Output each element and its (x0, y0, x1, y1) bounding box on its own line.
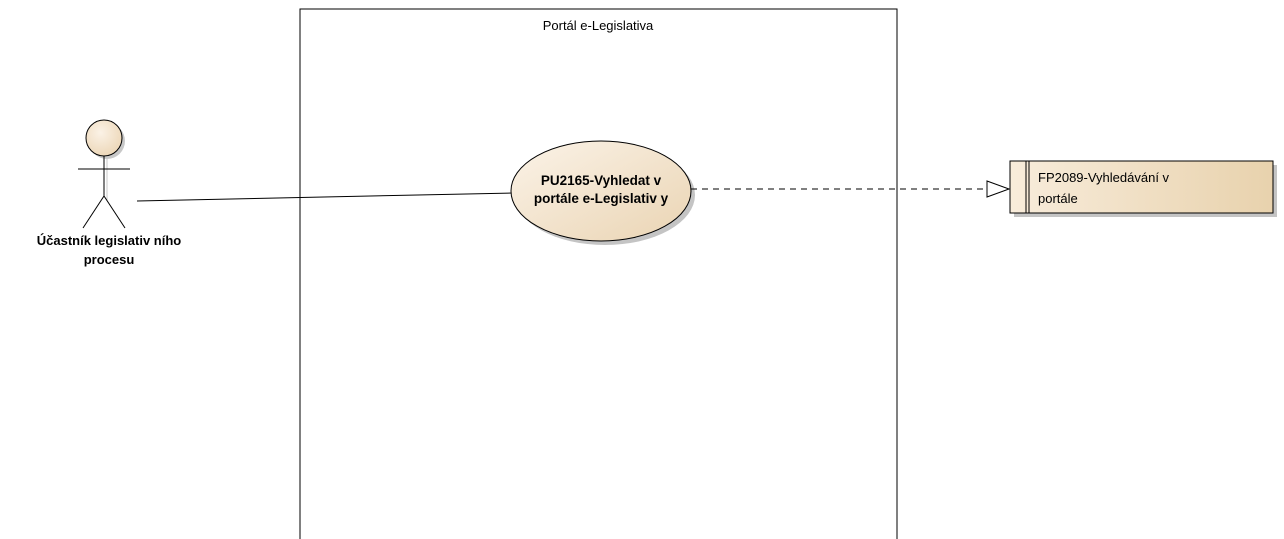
actor-name-line2: procesu (84, 252, 135, 267)
system-boundary-title: Portál e-Legislativa (543, 18, 654, 33)
hollow-arrowhead-icon (986, 180, 1011, 198)
use-case-label-line1: PU2165-Vyhledat v (541, 173, 662, 188)
realization-connector[interactable] (691, 180, 1011, 198)
use-case[interactable]: PU2165-Vyhledat v portále e-Legislativ y (510, 140, 695, 245)
association-line[interactable] (136, 192, 514, 202)
system-boundary[interactable]: Portál e-Legislativa (299, 8, 898, 539)
requirement-feature-icon (1025, 161, 1030, 213)
actor-name-line1: Účastník legislativ ního (37, 233, 182, 248)
use-case-label-line2: portále e-Legislativ y (534, 191, 669, 206)
stick-figure-actor-icon (78, 119, 130, 229)
feature-label-line1: FP2089-Vyhledávání v (1038, 170, 1170, 185)
actor[interactable]: Účastník legislativ ního procesu (37, 119, 182, 267)
feature-element[interactable]: FP2089-Vyhledávání v portále (1009, 160, 1277, 217)
feature-label-line2: portále (1038, 191, 1078, 206)
